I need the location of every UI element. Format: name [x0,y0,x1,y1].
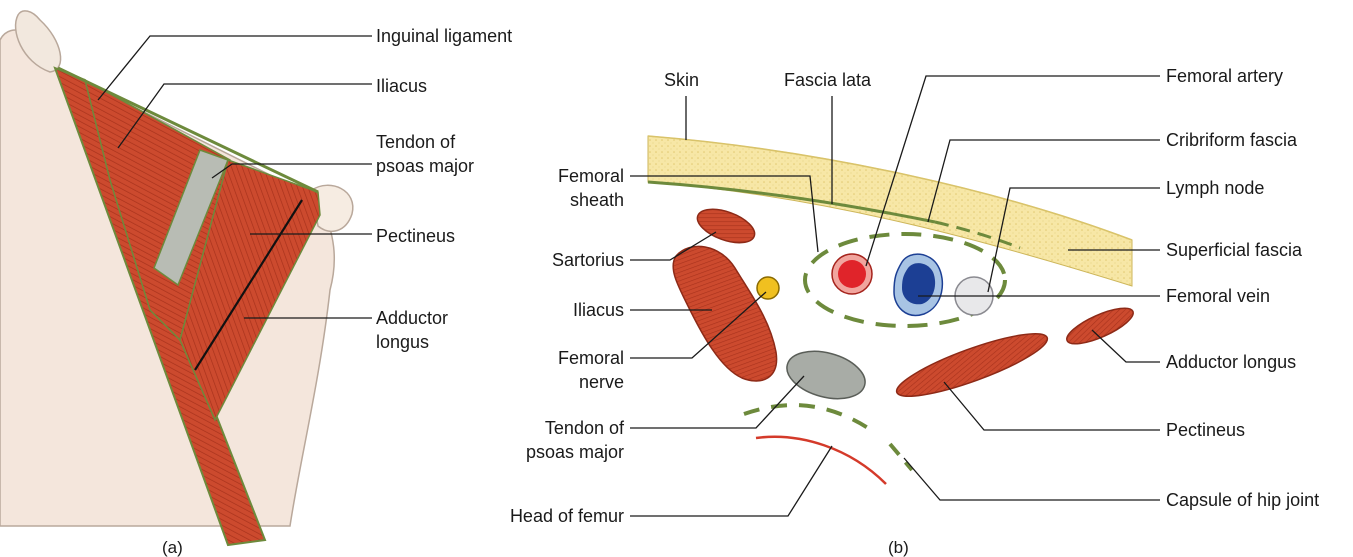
label-adductor-a-line1: Adductor [376,308,448,328]
femoral-nerve [757,277,779,299]
capsule-dashes-upper [744,405,868,428]
label-sartorius: Sartorius [552,250,624,270]
label-pectineus-b: Pectineus [1166,420,1245,440]
caption-panel-b: (b) [888,538,909,557]
panel-a-illustration [0,11,353,545]
adductor-longus-section [1063,301,1138,350]
label-femoral-sheath-line1: Femoral [558,166,624,186]
label-femoral-nerve-line1: Femoral [558,348,624,368]
label-iliacus-b: Iliacus [573,300,624,320]
label-iliacus-a: Iliacus [376,76,427,96]
label-psoas-tendon-b-line1: Tendon of [545,418,625,438]
label-inguinal-ligament: Inguinal ligament [376,26,512,46]
sartorius-muscle-section [693,203,759,250]
iliacus-muscle-section [673,246,776,381]
label-head-of-femur: Head of femur [510,506,624,526]
label-femoral-sheath-line2: sheath [570,190,624,210]
label-adductor-longus-b: Adductor longus [1166,352,1296,372]
femoral-artery-lumen [838,260,866,288]
label-psoas-tendon-a-line1: Tendon of [376,132,456,152]
capsule-dashes-lower [890,444,912,470]
pectineus-muscle-section [891,323,1052,408]
label-lymph-node: Lymph node [1166,178,1264,198]
head-of-femur-arc [756,437,886,484]
label-adductor-a-line2: longus [376,332,429,352]
label-superficial-fascia: Superficial fascia [1166,240,1303,260]
label-femoral-nerve-line2: nerve [579,372,624,392]
caption-panel-a: (a) [162,538,183,557]
psoas-tendon-section [782,343,871,406]
label-psoas-tendon-a-line2: psoas major [376,156,474,176]
label-femoral-artery: Femoral artery [1166,66,1283,86]
label-psoas-tendon-b-line2: psoas major [526,442,624,462]
label-pectineus-a: Pectineus [376,226,455,246]
label-capsule-hip-joint: Capsule of hip joint [1166,490,1319,510]
label-cribriform-fascia: Cribriform fascia [1166,130,1298,150]
label-fascia-lata: Fascia lata [784,70,872,90]
label-skin: Skin [664,70,699,90]
label-femoral-vein: Femoral vein [1166,286,1270,306]
